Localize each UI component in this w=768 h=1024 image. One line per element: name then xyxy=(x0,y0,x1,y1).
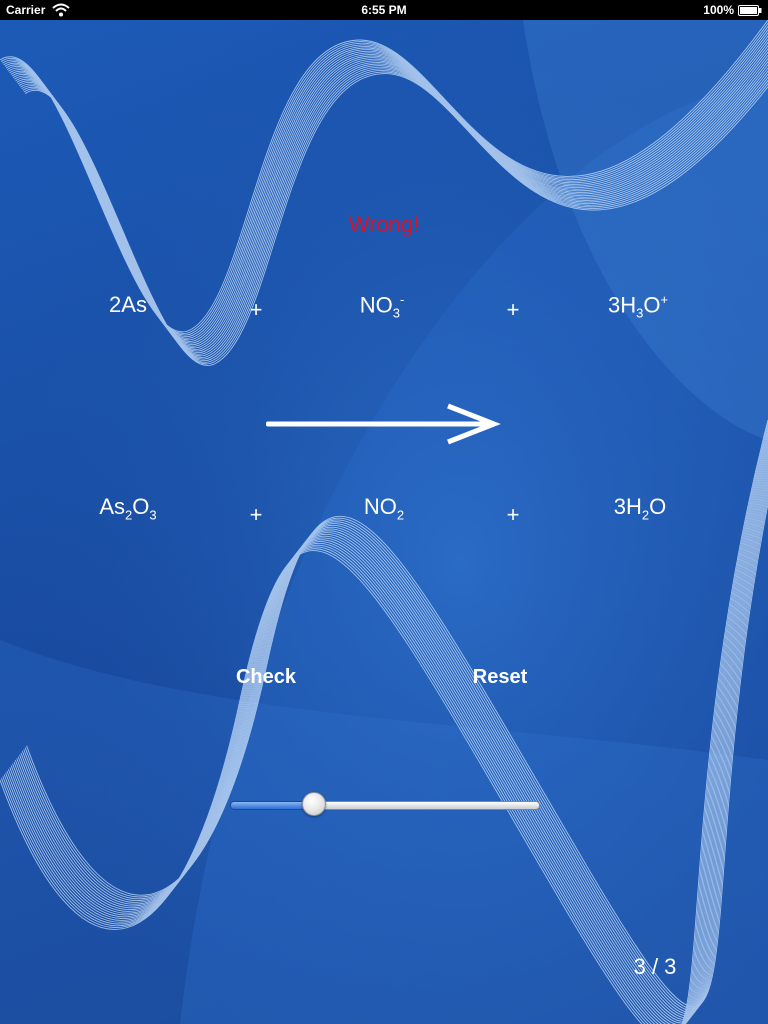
plus-sign: + xyxy=(506,502,520,527)
feedback-message: Wrong! xyxy=(348,212,420,237)
status-bar: Carrier 6:55 PM 100% xyxy=(0,0,768,20)
reactant-1[interactable]: 2As xyxy=(109,292,147,317)
plus-sign: + xyxy=(249,502,263,527)
product-3[interactable]: 3H2O xyxy=(613,494,667,523)
reactant-3[interactable]: 3H3O+ xyxy=(607,292,669,321)
battery-icon xyxy=(738,5,762,16)
battery-percentage: 100% xyxy=(703,3,734,17)
page-indicator: 3 / 3 xyxy=(633,954,677,979)
check-button[interactable]: Check xyxy=(235,666,297,688)
status-time: 6:55 PM xyxy=(361,3,407,17)
level-slider[interactable] xyxy=(230,792,540,816)
reset-button[interactable]: Reset xyxy=(472,666,528,688)
product-2[interactable]: NO2 xyxy=(363,494,405,523)
plus-sign: + xyxy=(249,297,263,322)
reaction-arrow-icon xyxy=(266,403,501,445)
carrier-label: Carrier xyxy=(6,3,46,17)
reactant-2[interactable]: NO3- xyxy=(359,292,405,321)
slider-thumb[interactable] xyxy=(302,792,327,816)
plus-sign: + xyxy=(506,297,520,322)
wifi-icon xyxy=(52,3,70,17)
product-1[interactable]: As2O3 xyxy=(99,494,157,523)
